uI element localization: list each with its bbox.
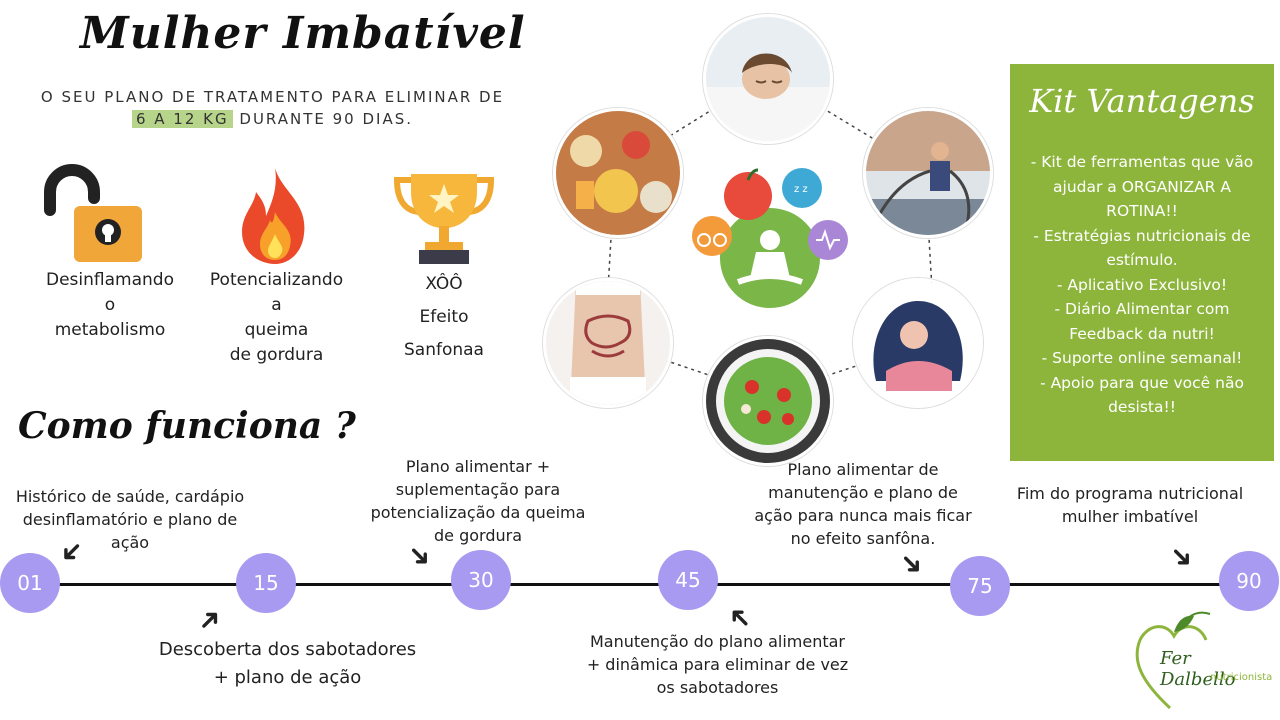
kit-item: - Kit de ferramentas que vão ajudar a OR… bbox=[1030, 153, 1254, 220]
kit-list: - Kit de ferramentas que vão ajudar a OR… bbox=[1018, 150, 1266, 420]
fire-icon bbox=[220, 162, 330, 272]
note-day-90: Fim do programa nutricional mulher imbat… bbox=[1016, 484, 1244, 526]
svg-text:z z: z z bbox=[794, 184, 808, 195]
photo-food-table bbox=[553, 108, 683, 238]
note-day-45: Manutenção do plano alimentar + dinâmica… bbox=[586, 632, 849, 697]
arrow-icon: ➜ bbox=[892, 543, 933, 584]
trophy-icon bbox=[389, 162, 499, 272]
note-day-01: Histórico de saúde, cardápio desinflamat… bbox=[15, 487, 245, 552]
timeline-node-30: 30 bbox=[451, 550, 511, 610]
logo-name: Fer Dalbello bbox=[1160, 648, 1236, 690]
kit-benefits-panel: Kit Vantagens - Kit de ferramentas que v… bbox=[1010, 64, 1274, 461]
note-day-15: Descoberta dos sabotadores + plano de aç… bbox=[158, 639, 417, 688]
page-subtitle: O SEU PLANO DE TRATAMENTO PARA ELIMINAR … bbox=[40, 86, 505, 130]
photo-sleeping bbox=[703, 14, 833, 144]
subtitle-rest: DURANTE 90 DIAS. bbox=[239, 110, 414, 128]
arrow-icon: ➜ bbox=[1162, 536, 1203, 577]
kit-item: - Diário Alimentar com Feedback da nutri… bbox=[1054, 300, 1230, 343]
timeline-node-15: 15 bbox=[236, 553, 296, 613]
subtitle-highlight: 6 A 12 KG bbox=[131, 110, 233, 128]
logo-role: nutricionista bbox=[1210, 672, 1273, 683]
heart-leaf-icon bbox=[1135, 611, 1211, 710]
timeline-node-45: 45 bbox=[658, 550, 718, 610]
photo-salad bbox=[703, 336, 833, 466]
timeline-node-90: 90 bbox=[1219, 551, 1279, 611]
page-title: Mulher Imbatível bbox=[80, 8, 526, 59]
timeline-node-75: 75 bbox=[950, 556, 1010, 616]
kit-item: - Aplicativo Exclusivo! bbox=[1056, 275, 1228, 294]
benefit-fat-burn: Potencializando a queima de gordura bbox=[209, 270, 344, 365]
how-it-works-title: Como funciona ? bbox=[18, 405, 356, 447]
note-day-75: Plano alimentar de manutenção e plano de… bbox=[754, 460, 972, 548]
kit-item: - Apoio para que você não desista!! bbox=[1040, 373, 1244, 417]
kit-item: - Suporte online semanal! bbox=[1041, 349, 1243, 367]
note-day-30: Plano alimentar + suplementação para pot… bbox=[370, 457, 586, 545]
arrow-icon: ➜ bbox=[189, 599, 230, 640]
subtitle-line-1: O SEU PLANO DE TRATAMENTO PARA ELIMINAR … bbox=[40, 88, 505, 106]
padlock-icon bbox=[40, 162, 150, 272]
kit-title: Kit Vantagens bbox=[1029, 82, 1255, 120]
benefit-no-yoyo: XÔÔ Efeito Sanfonaa bbox=[404, 274, 484, 360]
timeline-node-01: 01 bbox=[0, 553, 60, 613]
brand-logo: Fer Dalbello nutricionista bbox=[1130, 610, 1273, 714]
wellness-illustration: z z bbox=[690, 160, 860, 320]
benefit-metabolism: Desinflamando o metabolismo bbox=[46, 270, 174, 340]
kit-item: - Estratégias nutricionais de estímulo. bbox=[1033, 226, 1251, 270]
photo-self-love bbox=[853, 278, 983, 408]
timeline-line bbox=[30, 583, 1250, 586]
photo-collage: z z bbox=[540, 10, 1000, 466]
photo-exercise bbox=[863, 108, 993, 238]
photo-gut bbox=[543, 278, 673, 408]
